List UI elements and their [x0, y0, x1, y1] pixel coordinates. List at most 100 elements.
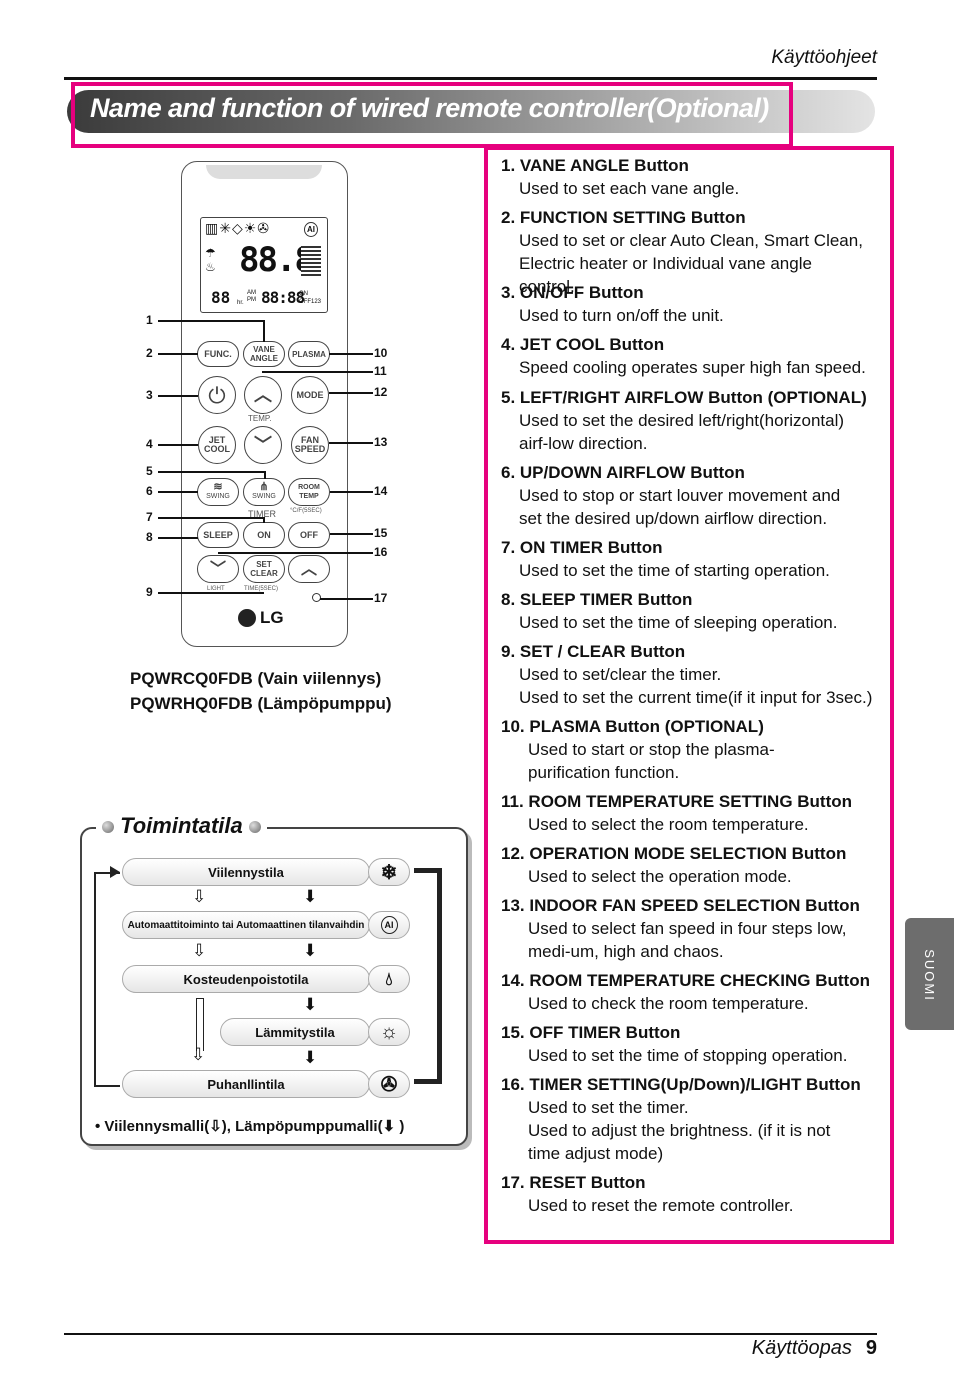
callout-1: 1 — [146, 313, 153, 327]
function-desc: Used to set the timer. — [528, 1098, 689, 1117]
droplet-icon: 💧︎ — [385, 968, 393, 989]
mode-dehumidify-icon-pill: 💧︎ — [368, 965, 410, 993]
function-title: 7. ON TIMER Button — [501, 538, 663, 557]
leader-8 — [158, 537, 198, 539]
function-desc: Used to start or stop the plasma-purific… — [528, 740, 775, 782]
function-title: 12. OPERATION MODE SELECTION Button — [501, 844, 847, 863]
callout-3: 3 — [146, 388, 153, 402]
swing-left-right-button[interactable]: ≋ SWING — [197, 478, 239, 506]
function-item-4: 4. JET COOL Button Speed cooling operate… — [501, 333, 881, 379]
chevron-up-icon: ︿ — [300, 560, 317, 578]
jet-cool-button[interactable]: JET COOL — [198, 426, 236, 464]
function-item-16: 16. TIMER SETTING(Up/Down)/LIGHT Button … — [501, 1073, 881, 1165]
outline-down-arrow-icon: ⇩ — [191, 1045, 206, 1064]
on-off-button[interactable]: ⏻ — [198, 376, 236, 414]
sun-icon: ☼ — [379, 1020, 399, 1043]
leader-12 — [329, 392, 373, 394]
room-temp-button[interactable]: ROOM TEMP — [288, 478, 330, 506]
function-item-5: 5. LEFT/RIGHT AIRFLOW Button (OPTIONAL) … — [501, 386, 881, 455]
callout-16: 16 — [374, 545, 388, 559]
function-item-1: 1. VANE ANGLE Button Used to set each va… — [501, 154, 881, 200]
callout-9: 9 — [146, 585, 153, 599]
callout-5: 5 — [146, 464, 153, 478]
solid-down-arrow-icon: ⬇ — [303, 1048, 318, 1067]
callout-11: 11 — [374, 364, 387, 378]
operation-mode-title: Toimintatila — [96, 813, 267, 839]
function-desc: Used to reset the remote controller. — [528, 1196, 794, 1215]
function-item-3: 3. ON/OFF Button Used to turn on/off the… — [501, 281, 881, 327]
function-desc-2: Used to set the current time(if it input… — [519, 688, 873, 707]
title-highlight-box — [71, 82, 793, 148]
on-timer-button[interactable]: ON — [243, 522, 285, 548]
mode-footnote-b: ), Lämpöpumppumalli( — [221, 1118, 383, 1135]
fan-speed-button[interactable]: FAN SPEED — [291, 426, 329, 464]
mode-fan: Puhanllintila — [122, 1070, 370, 1098]
swing-lr-label: SWING — [206, 493, 230, 500]
mode-footnote-a: • Viilennysmalli( — [95, 1118, 210, 1135]
model-2-desc: (Lämpöpumppu) — [257, 694, 392, 713]
leader-14 — [330, 491, 373, 493]
leader-7 — [158, 517, 264, 519]
set-clear-button[interactable]: SET CLEAR — [243, 555, 285, 583]
leader-16 — [218, 552, 373, 554]
plasma-button[interactable]: PLASMA — [288, 341, 330, 367]
function-title: 9. SET / CLEAR Button — [501, 642, 686, 661]
lcd-time-digits: 88:88 — [261, 288, 305, 307]
swing-up-down-button[interactable]: ⋔ SWING — [243, 478, 285, 506]
solid-down-arrow-icon: ⬇ — [303, 941, 318, 960]
func-button[interactable]: FUNC. — [197, 341, 239, 367]
mode-heating: Lämmitystila — [220, 1018, 370, 1046]
temp-down-button[interactable]: ﹀ — [244, 426, 282, 464]
mode-dehumidify: Kosteudenpoistotila — [122, 965, 370, 993]
remote-top-cap — [206, 165, 322, 179]
lcd-level-bars — [301, 246, 321, 276]
callout-10: 10 — [374, 346, 388, 360]
vane-angle-button[interactable]: VANE ANGLE — [243, 341, 285, 367]
function-desc: Used to check the room temperature. — [528, 994, 809, 1013]
callout-12: 12 — [374, 385, 388, 399]
function-desc: Used to stop or start louver movement an… — [519, 486, 841, 528]
mode-cooling-icon-pill: ❄ — [368, 858, 410, 886]
model-1: PQWRCQ0FDB (Vain viilennys) — [130, 669, 381, 689]
temp-up-button[interactable]: ︿ — [244, 376, 282, 414]
lcd-small-digits: 88 — [211, 288, 231, 307]
swing-lr-icon: ≋ — [213, 481, 223, 493]
mode-fan-icon-pill: ✇ — [368, 1070, 410, 1098]
lg-logo: LG — [238, 608, 284, 628]
function-title: 11. ROOM TEMPERATURE SETTING Button — [501, 792, 853, 811]
timer-down-button[interactable]: ﹀ — [197, 555, 239, 583]
callout-15: 15 — [374, 526, 388, 540]
ai-icon: AI — [380, 916, 398, 934]
lcd-mode-icons: ▥✳◇☀✇ — [205, 220, 271, 236]
leader-4 — [158, 444, 198, 446]
callout-2: 2 — [146, 346, 153, 360]
leader-3 — [158, 395, 198, 397]
function-desc: Used to set each vane angle. — [519, 179, 740, 198]
snowflake-icon: ❄ — [380, 861, 398, 884]
callout-7: 7 — [146, 510, 153, 524]
bullet-icon — [248, 821, 261, 834]
function-desc: Used to set the time of stopping operati… — [528, 1046, 848, 1065]
running-title: Käyttöohjeet — [771, 47, 877, 68]
off-timer-button[interactable]: OFF — [288, 522, 330, 548]
reset-button[interactable] — [312, 593, 321, 602]
function-item-11: 11. ROOM TEMPERATURE SETTING Button Used… — [501, 790, 881, 836]
outline-down-arrow-icon: ⇩ — [192, 941, 207, 960]
language-tab — [905, 918, 954, 1030]
function-desc: Used to set the time of sleeping operati… — [519, 613, 838, 632]
time-label: TIME(5SEC) — [244, 586, 279, 592]
mode-button[interactable]: MODE — [291, 376, 329, 414]
function-item-14: 14. ROOM TEMPERATURE CHECKING Button Use… — [501, 969, 881, 1015]
function-title: 6. UP/DOWN AIRFLOW Button — [501, 463, 745, 482]
function-desc-2: Used to adjust the brightness. (if it is… — [528, 1121, 831, 1163]
lg-logo-icon — [238, 609, 256, 627]
function-desc: Used to select the room temperature. — [528, 815, 809, 834]
timer-up-button[interactable]: ︿ — [288, 555, 330, 583]
chevron-down-icon: ﹀ — [254, 434, 272, 455]
model-2: PQWRHQ0FDB (Lämpöpumppu) — [130, 694, 392, 714]
function-title: 17. RESET Button — [501, 1173, 646, 1192]
callout-17: 17 — [374, 591, 388, 605]
function-desc: Used to set the time of starting operati… — [519, 561, 830, 580]
function-title: 3. ON/OFF Button — [501, 283, 644, 302]
sleep-button[interactable]: SLEEP — [197, 522, 239, 548]
